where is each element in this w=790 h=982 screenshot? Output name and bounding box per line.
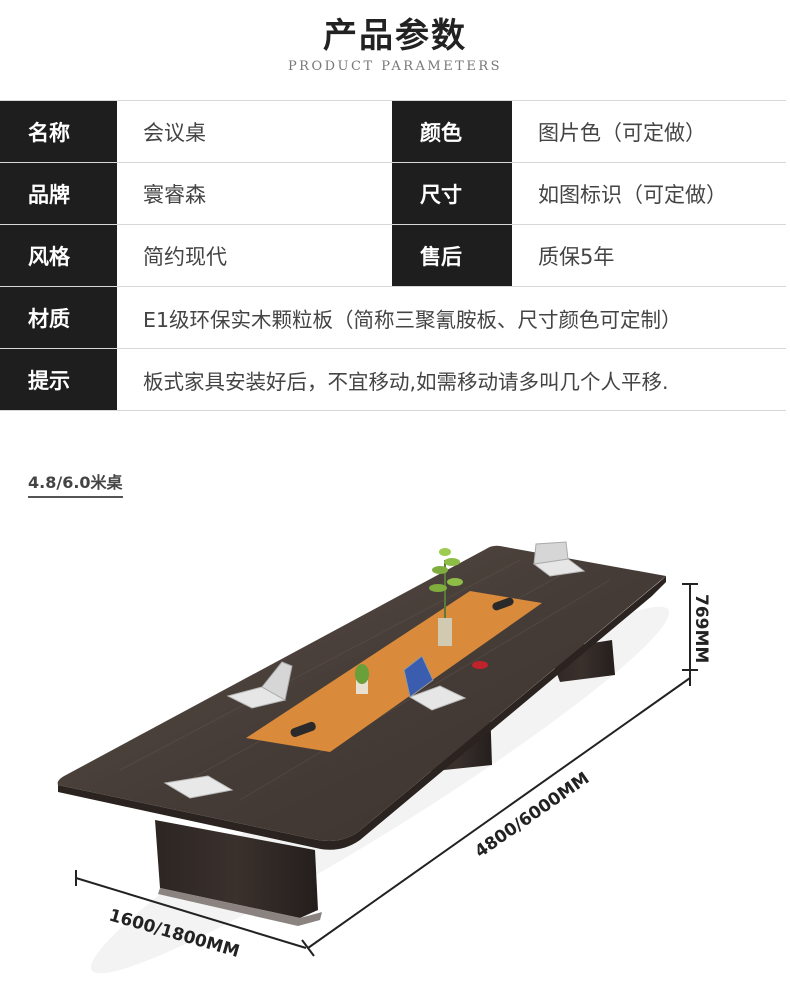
- plant-tall: [429, 548, 463, 646]
- center-strip: [246, 591, 542, 752]
- laptop-back: [532, 541, 586, 577]
- laptop-left: [226, 661, 293, 709]
- table-row: 名称 会议桌 颜色 图片色（可定做）: [0, 100, 786, 163]
- param-val-material: E1级环保实木颗粒板（简称三聚氰胺板、尺寸颜色可定制）: [143, 307, 682, 332]
- plant-small: [355, 664, 369, 694]
- param-key-name: 名称: [0, 100, 117, 163]
- param-key-color: 颜色: [392, 100, 512, 163]
- param-key-brand: 品牌: [0, 162, 117, 225]
- leg-front: [155, 820, 318, 918]
- table-row: 风格 简约现代 售后 质保5年: [0, 224, 786, 287]
- param-key-material: 材质: [0, 286, 117, 349]
- conference-table-drawing: 769MM 4800/6000MM 1600/1800MM: [57, 541, 711, 974]
- dim-width-line: [75, 877, 307, 949]
- cable-port-front: [290, 721, 316, 738]
- param-key-tip: 提示: [0, 348, 117, 411]
- table-row: 提示 板式家具安装好后，不宜移动,如需移动请多叫几个人平移.: [0, 348, 786, 411]
- table-row: 品牌 寰睿森 尺寸 如图标识（可定做）: [0, 162, 786, 225]
- param-key-size: 尺寸: [392, 162, 512, 225]
- page-title: 产品参数: [323, 16, 467, 56]
- param-val-name: 会议桌: [143, 120, 206, 145]
- page-subtitle: PRODUCT PARAMETERS: [287, 59, 503, 74]
- params-table: 名称 会议桌 颜色 图片色（可定做） 品牌 寰睿森 尺寸 如图标识（可定做） 风…: [0, 100, 786, 411]
- param-key-style: 风格: [0, 224, 117, 287]
- laptop-center: [403, 655, 467, 711]
- param-val-brand: 寰睿森: [143, 182, 206, 207]
- param-val-style: 简约现代: [143, 244, 227, 269]
- red-cup: [472, 661, 488, 669]
- param-val-color: 图片色（可定做）: [538, 120, 706, 145]
- table-row: 材质 E1级环保实木颗粒板（简称三聚氰胺板、尺寸颜色可定制）: [0, 286, 786, 349]
- size-section-label: 4.8/6.0米桌: [28, 469, 123, 498]
- dim-height-text: 769MM: [691, 594, 711, 663]
- param-val-size: 如图标识（可定做）: [538, 182, 727, 207]
- dim-length-line: [307, 677, 691, 949]
- dimension-lines: [75, 583, 698, 957]
- param-val-tip: 板式家具安装好后，不宜移动,如需移动请多叫几个人平移.: [143, 369, 669, 394]
- cable-port-back: [492, 597, 514, 611]
- laptop-front: [163, 775, 234, 799]
- param-val-after: 质保5年: [538, 244, 615, 269]
- param-key-after: 售后: [392, 224, 512, 287]
- dim-length-text: 4800/6000MM: [471, 768, 593, 862]
- leg-front-base: [158, 888, 322, 926]
